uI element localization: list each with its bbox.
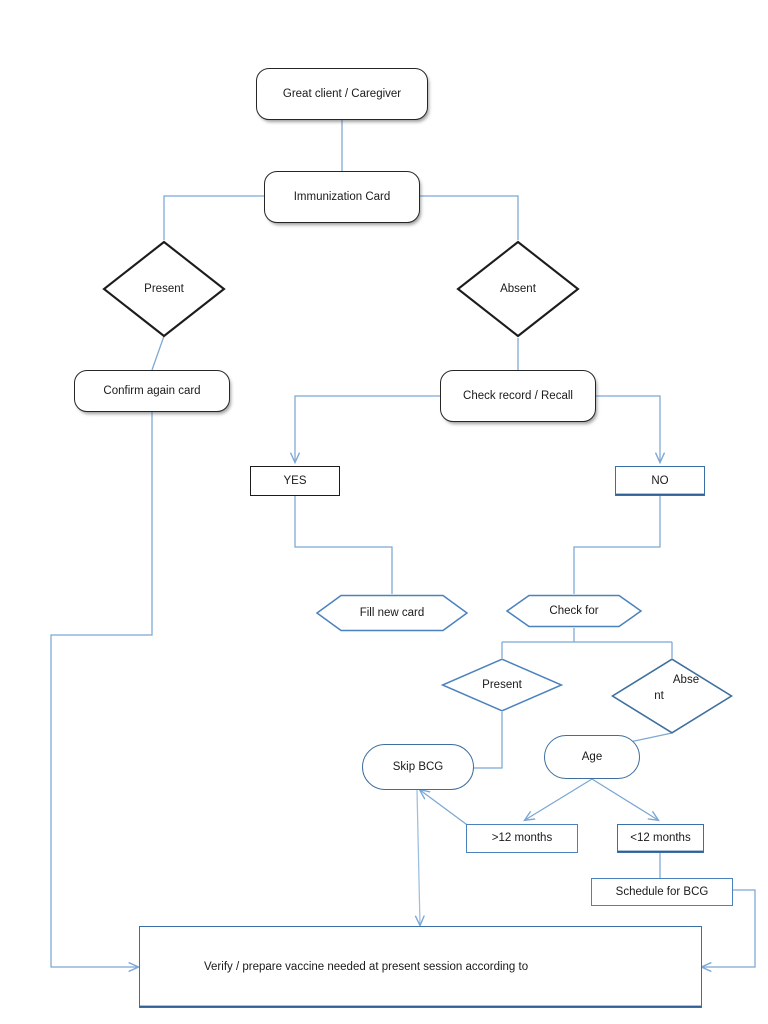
edge-checkfor-split xyxy=(501,628,673,658)
node-age-label: Age xyxy=(581,750,603,763)
node-skip-bcg[interactable]: Skip BCG xyxy=(362,744,474,790)
node-under-12-months-label: <12 months xyxy=(630,832,691,845)
node-confirm-again-card[interactable]: Confirm again card xyxy=(74,370,230,412)
node-over-12-months-label: >12 months xyxy=(491,832,553,845)
node-yes-label: YES xyxy=(283,474,307,487)
node-check-for[interactable]: Check for xyxy=(505,594,643,628)
edge-card-to-present xyxy=(163,195,264,240)
node-no[interactable]: NO xyxy=(615,466,705,496)
edge-card-to-absent xyxy=(420,195,519,240)
hexagon-shape-icon xyxy=(505,594,643,628)
node-age[interactable]: Age xyxy=(544,735,640,779)
edge-age-to-over12 xyxy=(525,778,593,820)
node-schedule-for-bcg[interactable]: Schedule for BCG xyxy=(591,878,733,906)
hexagon-shape-icon xyxy=(315,594,469,632)
node-greet-client[interactable]: Great client / Caregiver xyxy=(256,68,428,120)
node-confirm-again-card-label: Confirm again card xyxy=(103,384,201,397)
diamond-shape-icon xyxy=(456,240,580,338)
node-absent-card[interactable]: Absent xyxy=(456,240,580,338)
diamond-shape-icon xyxy=(102,240,226,338)
node-absent-bcg[interactable]: Abse nt xyxy=(611,658,733,734)
edge-no-to-checkfor xyxy=(573,496,661,594)
node-check-record-recall[interactable]: Check record / Recall xyxy=(440,370,596,422)
edge-present-to-confirm xyxy=(151,335,165,371)
diamond-shape-icon xyxy=(441,658,563,712)
node-verify-prepare-vaccine[interactable]: Verify / prepare vaccine needed at prese… xyxy=(139,926,702,1008)
node-greet-client-label: Great client / Caregiver xyxy=(282,87,402,100)
edge-yes-to-fillnewcard xyxy=(294,496,393,594)
node-schedule-for-bcg-label: Schedule for BCG xyxy=(615,885,709,898)
edge-schedule-to-verify xyxy=(702,889,756,967)
node-over-12-months[interactable]: >12 months xyxy=(466,824,578,853)
node-present-card[interactable]: Present xyxy=(102,240,226,338)
node-fill-new-card[interactable]: Fill new card xyxy=(315,594,469,632)
node-immunization-card[interactable]: Immunization Card xyxy=(264,171,420,223)
node-yes[interactable]: YES xyxy=(250,466,340,496)
node-present-bcg[interactable]: Present xyxy=(441,658,563,712)
edge-checkrecord-to-yes xyxy=(295,395,440,462)
edge-presentbcg-to-skipbcg xyxy=(474,712,503,769)
node-under-12-months[interactable]: <12 months xyxy=(617,824,704,853)
node-no-label: NO xyxy=(651,474,669,487)
node-immunization-card-label: Immunization Card xyxy=(293,190,391,203)
edge-confirm-to-verify xyxy=(50,412,153,967)
edge-over12-to-skipbcg xyxy=(420,790,471,828)
edge-skipbcg-to-verify xyxy=(417,789,420,925)
node-check-record-recall-label: Check record / Recall xyxy=(463,389,573,402)
node-verify-prepare-vaccine-label: Verify / prepare vaccine needed at prese… xyxy=(204,960,529,973)
node-skip-bcg-label: Skip BCG xyxy=(392,760,444,773)
edge-checkrecord-to-no xyxy=(596,395,660,462)
diamond-shape-icon xyxy=(611,658,733,734)
edge-age-to-under12 xyxy=(591,778,658,820)
